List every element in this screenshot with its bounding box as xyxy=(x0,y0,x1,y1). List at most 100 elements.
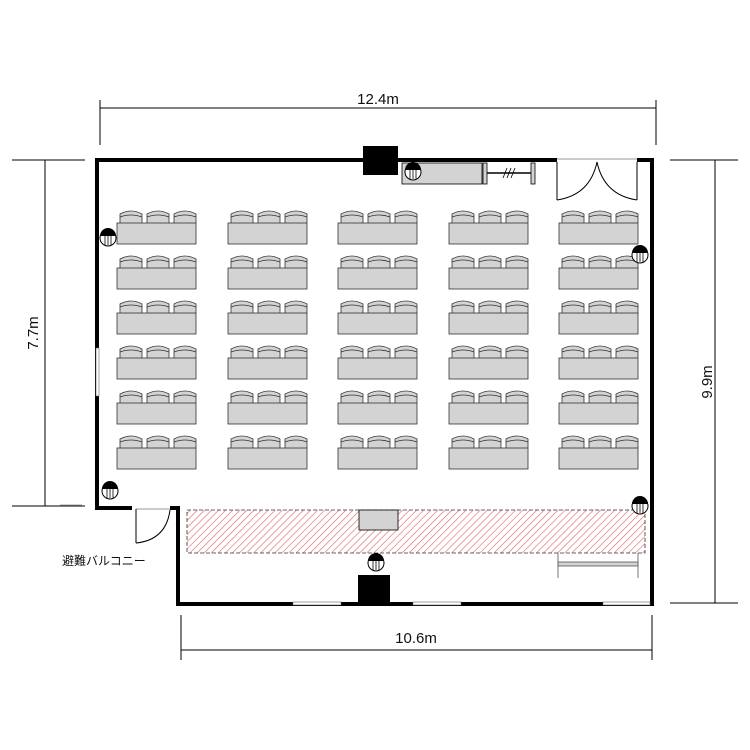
table xyxy=(227,357,308,380)
chair xyxy=(588,210,612,223)
left-wall-window xyxy=(95,347,100,397)
chair xyxy=(561,345,585,358)
dimension-top xyxy=(99,100,657,145)
chair xyxy=(478,300,502,313)
table-group xyxy=(337,345,418,380)
chair xyxy=(451,435,475,448)
table xyxy=(116,357,197,380)
bench xyxy=(557,553,639,578)
chair xyxy=(505,345,529,358)
chair xyxy=(561,300,585,313)
chair xyxy=(257,300,281,313)
chair xyxy=(367,210,391,223)
chair xyxy=(561,210,585,223)
table xyxy=(227,267,308,290)
outlet-icon xyxy=(101,481,119,500)
chair xyxy=(230,300,254,313)
chair xyxy=(257,390,281,403)
bottom-windows xyxy=(292,601,651,606)
chair xyxy=(340,435,364,448)
table xyxy=(337,402,418,425)
table xyxy=(558,267,639,290)
chair xyxy=(284,345,308,358)
table-group xyxy=(337,255,418,290)
chair xyxy=(588,435,612,448)
chair xyxy=(394,210,418,223)
chair xyxy=(146,300,170,313)
table xyxy=(558,357,639,380)
chair xyxy=(561,435,585,448)
table-group xyxy=(558,210,639,245)
table xyxy=(448,267,529,290)
chair xyxy=(146,390,170,403)
chair xyxy=(340,300,364,313)
pillar-bottom xyxy=(358,575,390,604)
table xyxy=(227,222,308,245)
chair xyxy=(146,255,170,268)
table xyxy=(116,312,197,335)
table xyxy=(448,402,529,425)
chair xyxy=(478,435,502,448)
chair xyxy=(478,255,502,268)
chair xyxy=(451,255,475,268)
chair xyxy=(588,255,612,268)
double-door[interactable] xyxy=(556,161,638,201)
table-group xyxy=(558,345,639,380)
table-group xyxy=(558,435,639,470)
dimension-right xyxy=(670,159,738,604)
table xyxy=(116,267,197,290)
chair xyxy=(505,255,529,268)
table-group xyxy=(337,300,418,335)
dimension-bottom xyxy=(180,615,653,660)
balcony-door[interactable] xyxy=(135,508,171,544)
chair xyxy=(257,345,281,358)
pillar-top xyxy=(363,146,398,175)
chair xyxy=(367,390,391,403)
chair xyxy=(257,435,281,448)
chair xyxy=(146,210,170,223)
outlet-icon xyxy=(631,245,649,264)
chair xyxy=(173,390,197,403)
chair xyxy=(119,390,143,403)
dimension-top-label: 12.4m xyxy=(357,91,399,108)
table xyxy=(227,447,308,470)
table xyxy=(448,312,529,335)
dimension-bottom-label: 10.6m xyxy=(395,630,437,647)
chair xyxy=(451,390,475,403)
dimension-left-label: 7.7m xyxy=(25,316,42,349)
chair xyxy=(119,255,143,268)
table xyxy=(558,402,639,425)
chair xyxy=(340,255,364,268)
chair xyxy=(588,390,612,403)
chair xyxy=(230,345,254,358)
chair xyxy=(119,210,143,223)
table-group xyxy=(116,210,197,245)
chair xyxy=(561,390,585,403)
table xyxy=(558,312,639,335)
table-group xyxy=(227,210,308,245)
outlets xyxy=(99,162,649,572)
chair xyxy=(230,390,254,403)
table-group xyxy=(227,255,308,290)
chair xyxy=(119,345,143,358)
chair xyxy=(284,300,308,313)
table-group xyxy=(227,390,308,425)
chair xyxy=(367,435,391,448)
table xyxy=(337,447,418,470)
chair xyxy=(257,255,281,268)
table-group xyxy=(448,210,529,245)
outlet-icon xyxy=(99,228,117,247)
chair xyxy=(478,345,502,358)
chair xyxy=(478,210,502,223)
chair xyxy=(284,210,308,223)
chair xyxy=(394,300,418,313)
chair xyxy=(173,345,197,358)
table xyxy=(558,222,639,245)
chair xyxy=(284,255,308,268)
table-group xyxy=(448,390,529,425)
table-group xyxy=(337,210,418,245)
chair xyxy=(340,390,364,403)
chair xyxy=(588,300,612,313)
chair xyxy=(367,255,391,268)
